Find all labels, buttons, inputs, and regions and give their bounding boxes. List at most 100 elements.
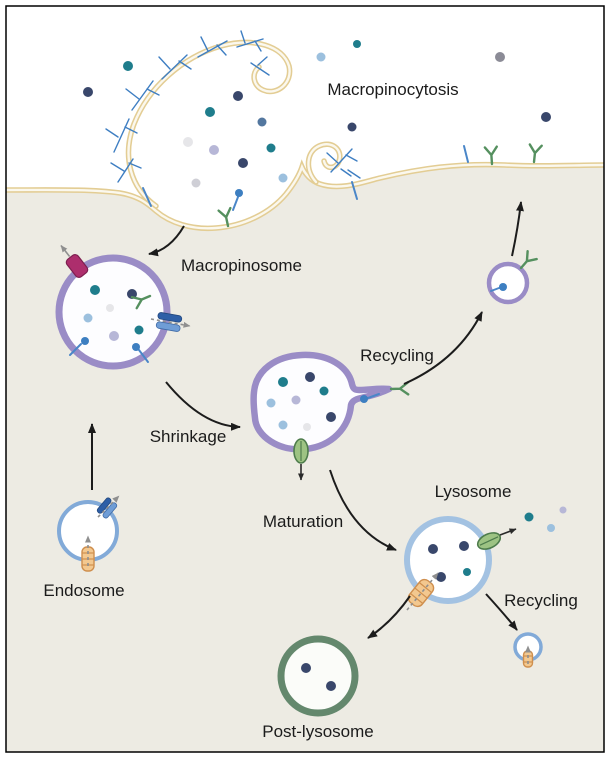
label-macropinosome: Macropinosome [181, 256, 302, 275]
cargo-dot [547, 524, 555, 532]
cargo-dot [291, 395, 301, 405]
arrow-maturation [329, 469, 397, 551]
proton-pump-icon [522, 650, 534, 668]
arrow-shrinkage [165, 381, 241, 431]
cargo-dot [257, 117, 267, 127]
cargo-dot [303, 423, 311, 431]
label-recycling-top: Recycling [360, 346, 434, 365]
label-shrinkage: Shrinkage [150, 427, 227, 446]
receptor-line-icon [138, 349, 149, 363]
cargo-dot [436, 572, 446, 582]
pathway-arrows [88, 201, 524, 639]
cargo-dot [301, 663, 311, 673]
channel-flux-arrow [97, 495, 120, 518]
cargo-dot [495, 52, 505, 62]
bound-cargo-dot [132, 343, 140, 351]
macropinosome [55, 245, 191, 370]
bound-cargo-dot [499, 283, 507, 291]
receptor-line-icon [463, 145, 469, 163]
arrow-vesicle-to-membrane [511, 201, 524, 257]
receptor-line-icon [69, 343, 82, 356]
cargo-dot [106, 304, 114, 312]
post-lysosome [277, 635, 359, 717]
cargo-dot [191, 178, 201, 188]
label-post-lysosome: Post-lysosome [262, 722, 373, 741]
cargo-dot [278, 420, 288, 430]
bound-cargo-dot [360, 395, 368, 403]
actin-mesh [326, 148, 361, 179]
cargo-dot [266, 143, 276, 153]
actin-mesh [105, 118, 142, 183]
membrane-ruffle [125, 39, 293, 209]
recycling-vesicle-top [486, 250, 538, 305]
receptor-line-icon [367, 393, 380, 399]
bound-cargo-dot [235, 189, 243, 197]
cargo-dot [326, 412, 336, 422]
efflux-arrow [499, 528, 517, 536]
cargo-dot [326, 681, 336, 691]
channel-flux-arrow [150, 318, 191, 328]
label-recycling-bottom: Recycling [504, 591, 578, 610]
cargo-dot [233, 91, 243, 101]
transporter-leaf-icon [476, 532, 502, 550]
arrow-to-post-lysosome [367, 595, 411, 639]
label-maturation: Maturation [263, 512, 343, 531]
cargo-dot [83, 313, 93, 323]
vesicle-membrane [486, 261, 530, 305]
receptor-line-icon [232, 196, 239, 211]
actin-mesh [197, 30, 270, 76]
cargo-dot [524, 512, 534, 522]
label-lysosome: Lysosome [435, 482, 512, 501]
cargo-dot [278, 377, 288, 387]
lysosome [404, 506, 567, 611]
cargo-dot [123, 61, 133, 71]
actin-mesh [125, 54, 192, 111]
transporter-leaf-icon [293, 438, 309, 464]
cargo-dot [316, 52, 326, 62]
cargo-dot [90, 285, 100, 295]
label-endosome: Endosome [43, 581, 124, 600]
pump-flux-arrow [406, 572, 439, 611]
extracellular-particles [83, 40, 551, 188]
membrane-receptors [142, 143, 543, 229]
cargo-dot [183, 137, 193, 147]
ion-channel-icon [155, 312, 183, 332]
cargo-dot [205, 107, 215, 117]
cargo-dot [278, 173, 288, 183]
membrane-fold [305, 141, 343, 185]
cargo-dot [347, 122, 357, 132]
pump-magenta-icon [60, 245, 89, 278]
cargo-dot [559, 506, 567, 514]
receptor-line-icon [490, 287, 500, 292]
cargo-dot [109, 331, 119, 341]
cargo-dot [305, 372, 315, 382]
cargo-dot [209, 145, 219, 155]
cargo-dot [319, 386, 329, 396]
endosome [57, 495, 120, 572]
receptor-line-icon [351, 181, 358, 200]
cargo-dot [459, 541, 469, 551]
cargo-dot [83, 87, 93, 97]
plasma-membrane [6, 39, 604, 232]
labels: Macropinocytosis Macropinosome Shrinkage… [43, 80, 577, 741]
receptor-line-icon [142, 187, 152, 207]
cargo-dot [266, 398, 276, 408]
arrow-cup-to-macropinosome [148, 225, 185, 257]
figure-border [5, 5, 605, 753]
actin-filaments [105, 30, 361, 183]
bound-cargo-dot [81, 337, 89, 345]
cargo-dot [541, 112, 551, 122]
cargo-dot [428, 544, 438, 554]
shrunken-membrane [250, 351, 393, 453]
cargo-dot [353, 40, 361, 48]
shrunken-macropinosome [250, 351, 410, 481]
cargo-dot [134, 325, 144, 335]
ion-channel-icon [96, 497, 118, 519]
cargo-dot [463, 568, 471, 576]
recycling-vesicle-bottom [513, 632, 543, 668]
label-macropinocytosis: Macropinocytosis [327, 80, 458, 99]
arrow-recycling-bottom [485, 593, 518, 631]
arrow-recycling-top [403, 311, 483, 385]
